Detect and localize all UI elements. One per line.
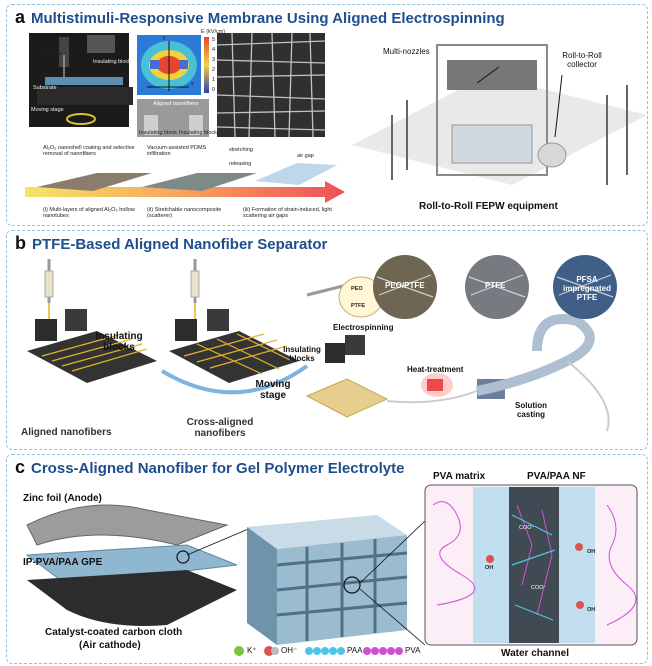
label-pva-paa-nf: PVA/PAA NF <box>527 471 586 482</box>
field-map <box>137 35 209 95</box>
process-arrow <box>25 181 345 203</box>
label-electrospinning: Electrospinning <box>333 323 394 332</box>
label-cathode-2: (Air cathode) <box>79 640 141 651</box>
colorbar-unit: E (kV/cm) <box>201 29 226 35</box>
membrane-iii <box>255 163 337 185</box>
label-heat-treatment: Heat-treatment <box>407 365 464 374</box>
label-releasing: releasing <box>229 161 252 167</box>
label-aligned-nanofibers: Aligned nanofibers <box>153 101 199 107</box>
legend-label-k: K⁺ <box>247 646 257 655</box>
label-peo-ptfe: PEO/PTFE <box>385 281 425 290</box>
legend-label-paa: PAA <box>347 646 363 655</box>
label-air-gap: air gap <box>297 153 314 159</box>
label-oh-2: OH <box>587 549 596 555</box>
legend-label-pva: PVA <box>405 646 421 655</box>
label-block-right: Insulating block <box>179 130 217 136</box>
label-infiltration: Vacuum-assisted PDMS infiltration <box>147 145 207 157</box>
label-substrate: Substrate <box>33 85 57 91</box>
label-cross-aligned: Cross-aligned nanofibers <box>186 417 254 439</box>
membrane-ii <box>142 173 257 191</box>
membrane-i <box>37 173 152 191</box>
label-moving-stage-b: Moving stage <box>255 379 291 401</box>
label-moving-stage: Moving stage <box>31 107 64 113</box>
step-3: (iii) Formation of strain-induced, light… <box>243 207 332 219</box>
label-gpe: IP-PVA/PAA GPE <box>23 557 103 568</box>
label-ptfe: PTFE <box>485 281 506 290</box>
label-r2r-collector: Roll-to-Roll collector <box>562 51 602 69</box>
label-pva-matrix: PVA matrix <box>433 471 486 482</box>
legend-k-ion <box>234 646 244 656</box>
legend-paa-chain <box>305 647 345 655</box>
zoom-box <box>424 484 638 646</box>
label-cathode-1: Catalyst-coated carbon cloth <box>45 627 183 638</box>
field-axis-y: y <box>163 35 166 41</box>
equipment-caption: Roll-to-Roll FEPW equipment <box>419 201 558 212</box>
step-1: (i) Multi-layers of aligned Al₂O₃ hollow… <box>43 207 135 219</box>
legend-label-oh: OH⁻ <box>281 646 298 655</box>
label-oh-3: OH <box>587 607 596 613</box>
setup-illustration <box>29 33 133 127</box>
sem-image <box>216 32 326 138</box>
label-oh-1: OH <box>485 565 494 571</box>
label-aligned-nanofibers-b: Aligned nanofibers <box>21 427 112 438</box>
label-solution-casting: Solution casting <box>515 401 547 419</box>
panel-c-graphics <box>25 484 638 656</box>
step-2: (ii) Stretchable nanocomposite (scattere… <box>147 207 222 219</box>
panel-a-graphics <box>25 32 647 203</box>
cross-aligned-setup <box>160 259 309 395</box>
label-zinc: Zinc foil (Anode) <box>23 493 102 504</box>
label-water-channel: Water channel <box>501 648 569 659</box>
label-block-left: Insulating block <box>139 130 177 136</box>
label-coating: Al₂O₃ nanoshell coating and selective re… <box>43 145 135 157</box>
panel-b-graphics <box>27 255 617 432</box>
legend-pva-chain <box>363 647 403 655</box>
label-multi-nozzles: Multi-nozzles <box>383 47 430 56</box>
legend-oh-ion <box>264 646 274 656</box>
label-peo-small: PEO <box>351 286 363 292</box>
legend-marks <box>234 646 403 656</box>
r2r-equipment <box>352 44 647 185</box>
colorbar-ticks: 5 4 3 2 1 0 <box>212 37 216 93</box>
label-stretching: stretching <box>229 147 253 153</box>
label-ptfe-small: PTFE <box>351 303 366 309</box>
label-insulating-blocks-2: Insulating blocks <box>283 345 321 363</box>
field-axis-x: x <box>191 81 194 87</box>
label-insulating-blocks: Insulating blocks <box>95 331 143 353</box>
aligned-setup <box>27 259 157 383</box>
battery-stack <box>25 504 254 626</box>
separator-process <box>305 255 617 432</box>
label-nozzle: Nozzle <box>45 51 62 57</box>
label-coo-2: COO⁻ <box>531 585 547 591</box>
label-coo-1: COO⁻ <box>519 525 535 531</box>
nanofiber-cube <box>247 515 426 646</box>
label-pfsa: PFSA impregnated PTFE <box>562 275 611 302</box>
label-insulating-block: Insulating block <box>93 59 131 65</box>
